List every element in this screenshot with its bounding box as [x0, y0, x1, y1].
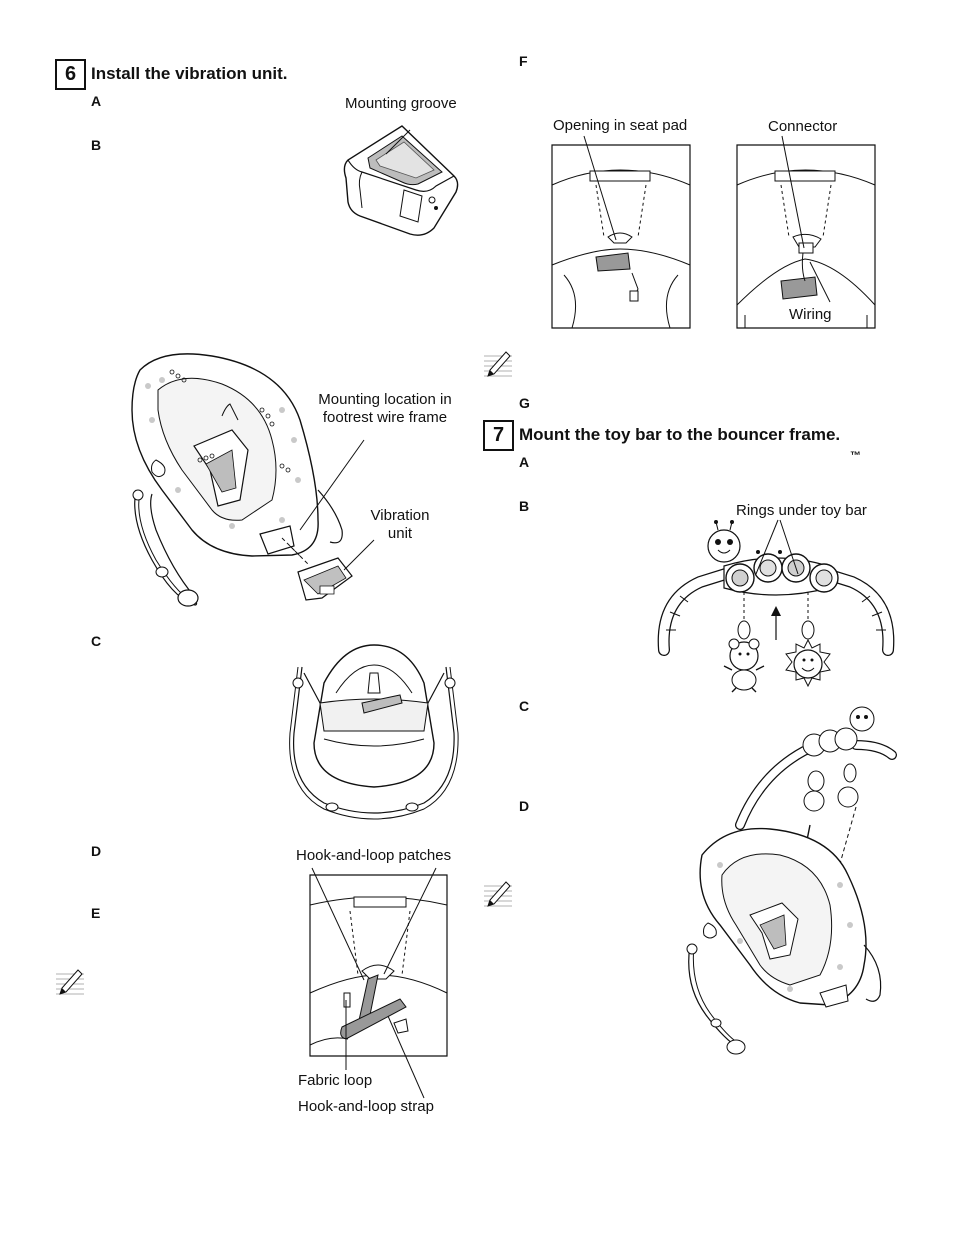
bouncer-vibration-illustration: [122, 350, 362, 612]
step-f-letter: F: [519, 53, 528, 69]
step-6-letter-c: C: [91, 633, 102, 649]
vibration-unit-label: Vibration unit: [370, 507, 430, 542]
step-7-letter-a: A: [519, 454, 530, 470]
step-6-number: 6: [55, 59, 86, 90]
step-7-letter-b: B: [519, 498, 530, 514]
step-6-title: Install the vibration unit.: [91, 64, 288, 83]
hook-and-loop-patches-label: Hook-and-loop patches: [296, 847, 452, 864]
connector-wiring-illustration: [737, 145, 876, 329]
opening-in-seat-pad-label: Opening in seat pad: [553, 117, 688, 134]
seat-front-view-illustration: [284, 643, 464, 823]
hook-and-loop-strap-label: Hook-and-loop strap: [298, 1098, 434, 1115]
bouncer-toy-bar-illustration: [680, 705, 900, 1060]
seat-pad-opening-illustration: [552, 145, 691, 329]
step-7-title: Mount the toy bar to the bouncer frame.: [519, 425, 841, 444]
step-7-letter-c: C: [519, 698, 530, 714]
wiring-label: Wiring: [788, 306, 833, 323]
step-6-letter-a: A: [91, 93, 102, 109]
vibration-unit-illustration: [340, 120, 465, 240]
mounting-location-label: Mounting location in footrest wire frame: [318, 391, 452, 426]
step-6-letter-e: E: [91, 905, 101, 921]
step-7-letter-d: D: [519, 798, 530, 814]
rings-under-toy-bar-label: Rings under toy bar: [736, 502, 867, 519]
step-7-number: 7: [483, 420, 514, 451]
toy-bar-illustration: [660, 520, 892, 692]
step-g-letter: G: [519, 395, 530, 411]
pencil-note-icon: [484, 350, 512, 380]
connector-label: Connector: [768, 118, 838, 135]
trademark-symbol: ™: [850, 450, 861, 462]
pencil-note-icon: [484, 880, 512, 910]
pencil-note-icon: [56, 968, 84, 998]
step-6-letter-d: D: [91, 843, 102, 859]
mounting-groove-label: Mounting groove: [345, 95, 457, 112]
hook-and-loop-detail-illustration: [310, 875, 448, 1057]
step-6-letter-b: B: [91, 137, 102, 153]
fabric-loop-label: Fabric loop: [298, 1072, 373, 1089]
